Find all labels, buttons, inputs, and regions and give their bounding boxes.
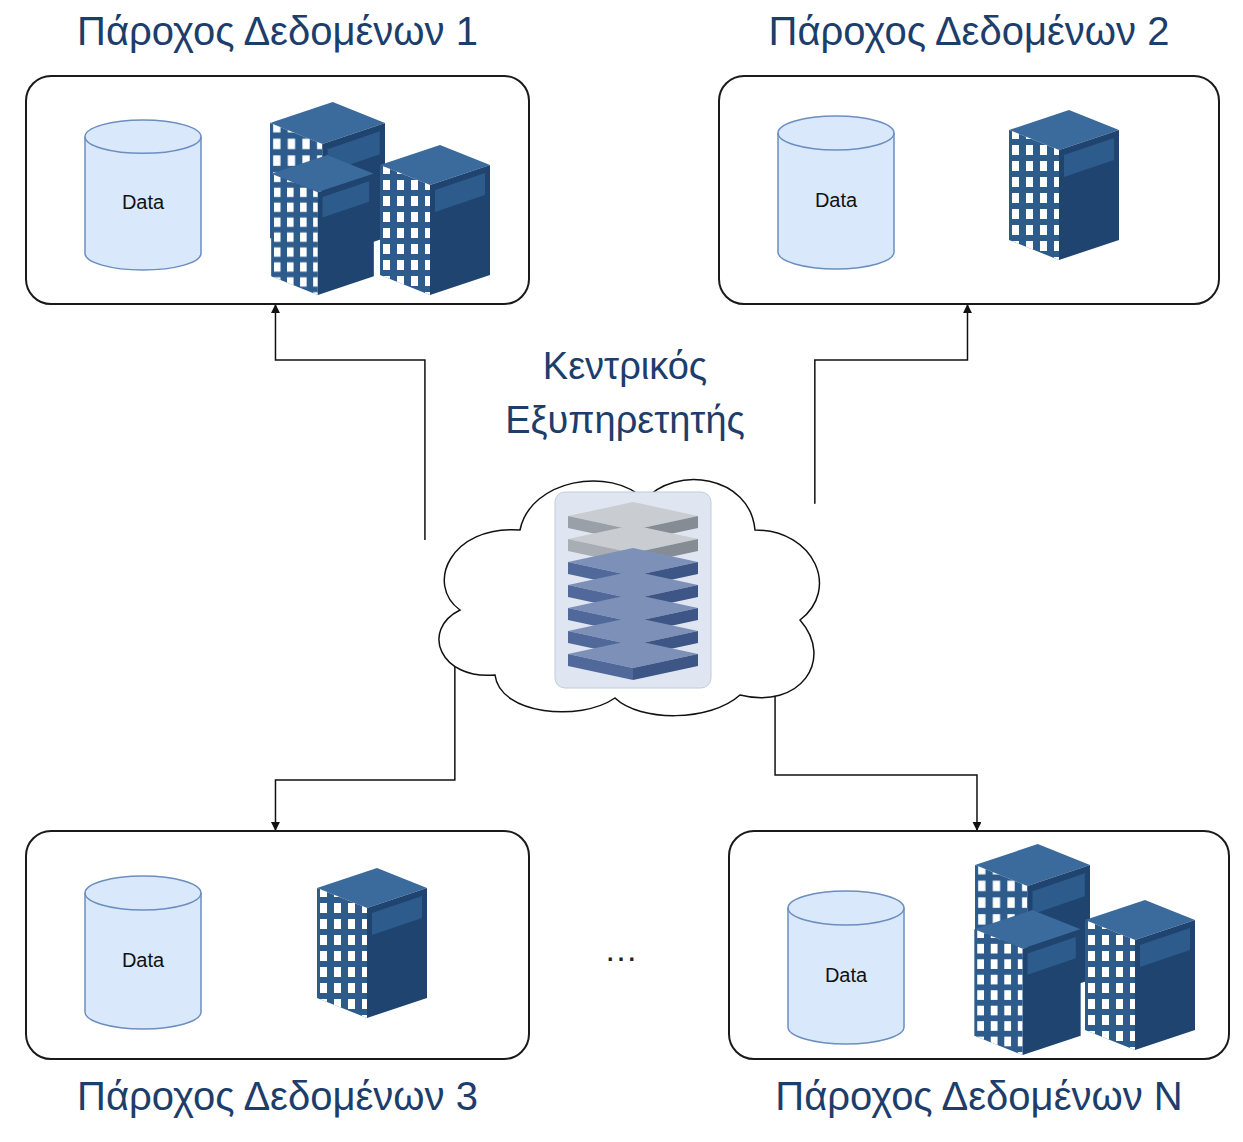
ellipsis-label: …: [604, 930, 638, 969]
database-label: Data: [787, 964, 905, 987]
database-cylinder: Data: [787, 890, 905, 1045]
connector-arrow: [275, 666, 454, 830]
database-label: Data: [777, 189, 895, 212]
provider-title: Πάροχος Δεδομένων N: [775, 1072, 1182, 1120]
provider-title: Πάροχος Δεδομένων 2: [769, 7, 1170, 55]
building-icon: [974, 910, 1080, 1055]
database-cylinder: Data: [84, 119, 202, 271]
building-icon: [317, 868, 427, 1018]
provider-box: Πάροχος Δεδομένων 2Data: [718, 75, 1220, 305]
building-icon: [1085, 900, 1195, 1050]
server-heading: Κεντρικός Εξυπηρετητής: [445, 340, 805, 448]
building-icon: [271, 155, 374, 295]
provider-title: Πάροχος Δεδομένων 1: [77, 7, 478, 55]
connector-arrow: [275, 305, 424, 540]
database-label: Data: [84, 949, 202, 972]
server-cloud: Κεντρικός Εξυπηρετητής: [420, 460, 830, 718]
building-icon: [1009, 110, 1119, 260]
database-cylinder: Data: [84, 875, 202, 1030]
database-label: Data: [84, 191, 202, 214]
provider-box: Πάροχος Δεδομένων 3Data: [25, 830, 530, 1060]
database-cylinder: Data: [777, 115, 895, 270]
provider-box: Πάροχος Δεδομένων NData: [728, 830, 1230, 1060]
connector-arrow: [775, 682, 977, 830]
building-icon: [380, 145, 490, 295]
server-rack-icon: [420, 460, 830, 718]
provider-box: Πάροχος Δεδομένων 1Data: [25, 75, 530, 305]
connector-arrow: [815, 305, 968, 504]
provider-title: Πάροχος Δεδομένων 3: [77, 1072, 478, 1120]
